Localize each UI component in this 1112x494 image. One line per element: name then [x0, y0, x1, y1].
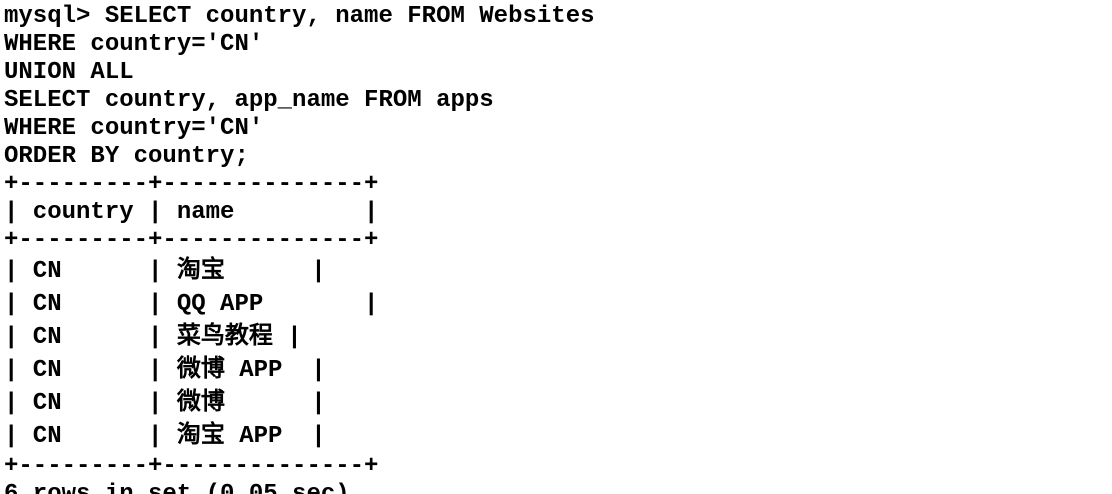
- table-header-row: | country | name |: [4, 199, 379, 226]
- query-line-6: ORDER BY country;: [4, 143, 249, 170]
- table-border-middle: +---------+--------------+: [4, 227, 379, 254]
- status-line: 6 rows in set (0.05 sec): [4, 481, 1112, 494]
- table-row-2: | CN | QQ APP |: [4, 291, 379, 318]
- query-line-5: WHERE country='CN': [4, 115, 264, 142]
- query-line-4: SELECT country, app_name FROM apps: [4, 87, 494, 114]
- table-border-bottom: +---------+--------------+: [4, 453, 379, 480]
- table-border-top: +---------+--------------+: [4, 171, 379, 198]
- query-line-3: UNION ALL: [4, 59, 134, 86]
- query-line-2: WHERE country='CN': [4, 31, 264, 58]
- table-row-1: | CN | 淘宝 |: [4, 258, 326, 285]
- table-row-4: | CN | 微博 APP |: [4, 357, 326, 384]
- table-row-5: | CN | 微博 |: [4, 390, 326, 417]
- table-row-6: | CN | 淘宝 APP |: [4, 423, 326, 450]
- table-row-3: | CN | 菜鸟教程 |: [4, 324, 302, 351]
- query-line-1: mysql> SELECT country, name FROM Website…: [4, 3, 595, 30]
